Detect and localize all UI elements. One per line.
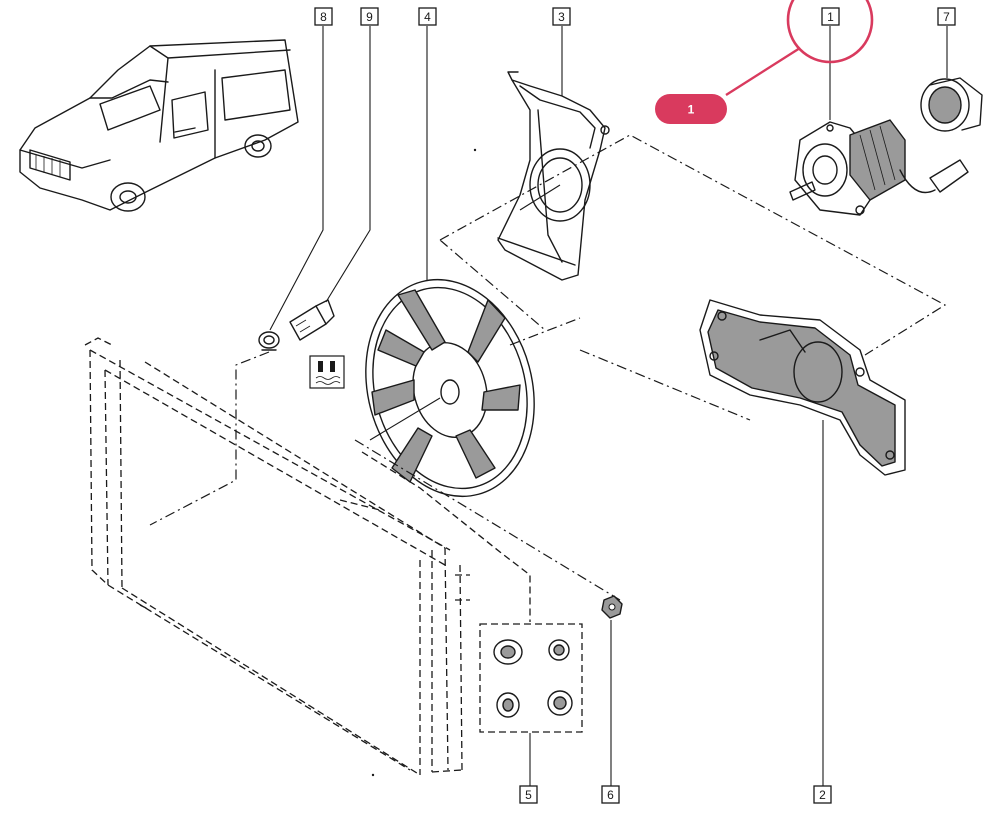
svg-text:1: 1: [827, 10, 834, 24]
svg-text:1: 1: [688, 103, 695, 117]
part-3-fan-bracket: [497, 71, 610, 281]
callout-1[interactable]: 1: [821, 7, 840, 26]
leader-8: [269, 26, 324, 331]
highlight-label-1[interactable]: 1: [655, 94, 727, 124]
svg-text:4: 4: [424, 10, 431, 24]
svg-text:5: 5: [525, 788, 532, 802]
callout-5[interactable]: 5: [519, 785, 538, 804]
radiator-to-seal-line: [149, 351, 270, 526]
callout-7[interactable]: 7: [937, 7, 956, 26]
svg-text:2: 2: [819, 788, 826, 802]
assembly-outline: [439, 134, 947, 421]
highlight-pointer-line: [725, 46, 801, 97]
part-2-mounting-plate: [699, 299, 906, 476]
part-6-nut: [601, 595, 623, 619]
part-8-seal: [258, 331, 280, 351]
callout-6[interactable]: 6: [601, 785, 620, 804]
part-4-fan: [354, 278, 621, 601]
part-9-thermo-switch: [289, 299, 335, 341]
svg-text:8: 8: [320, 10, 327, 24]
part-radiator: [84, 337, 470, 776]
leader-9: [325, 26, 371, 303]
highlight-circle: [786, 0, 874, 64]
callout-8[interactable]: 8: [314, 7, 333, 26]
callout-4[interactable]: 4: [418, 7, 437, 26]
callout-2[interactable]: 2: [813, 785, 832, 804]
svg-text:3: 3: [558, 10, 565, 24]
svg-text:9: 9: [366, 10, 373, 24]
kit-to-fan-line: [361, 451, 531, 622]
svg-text:6: 6: [607, 788, 614, 802]
callout-9[interactable]: 9: [360, 7, 379, 26]
callout-3[interactable]: 3: [552, 7, 571, 26]
vehicle-illustration: [19, 39, 299, 212]
svg-text:7: 7: [943, 10, 950, 24]
part-5-grommet-kit: [479, 623, 583, 733]
temperature-symbol-icon: [309, 355, 345, 389]
part-1-fan-motor: [789, 119, 969, 216]
part-7-sleeve: [920, 77, 983, 132]
